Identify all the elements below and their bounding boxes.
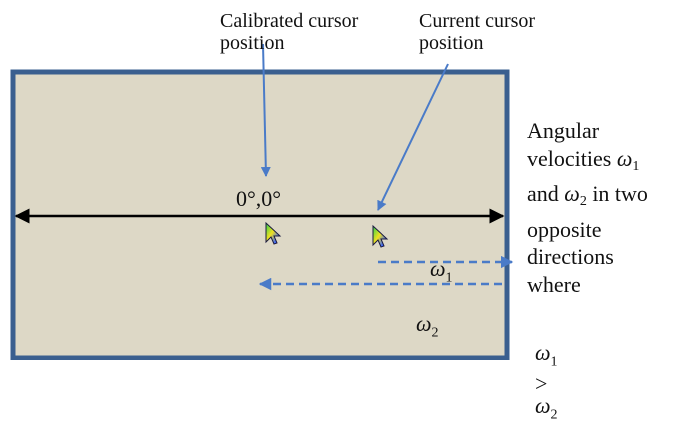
inequality-label: ω1 > ω2 — [535, 320, 558, 427]
note-omega1-sub: 1 — [632, 158, 640, 174]
ineq-omega2-sub: 2 — [550, 407, 558, 423]
diagram-canvas — [10, 43, 514, 360]
note-line-2: velocities ω1 — [527, 145, 648, 181]
note-omega1-symbol: ω — [616, 145, 633, 171]
ineq-omega1-symbol: ω — [535, 340, 551, 365]
note-line-4: opposite — [527, 216, 602, 242]
origin-label: 0°,0° — [236, 186, 282, 211]
note-and-text: and — [527, 181, 559, 206]
omega2-label: ω2 — [416, 291, 439, 344]
note-omega2-sub: 2 — [579, 194, 587, 209]
current-callout-arrow — [377, 63, 449, 211]
note-line-3: and ω2 in two — [527, 180, 648, 216]
ineq-omega2-symbol: ω — [535, 393, 551, 419]
note-velocities-text: velocities — [527, 145, 612, 171]
angular-velocity-note: Angular velocities ω1 and ω2 in two oppo… — [527, 117, 648, 298]
ineq-omega1-sub: 1 — [550, 354, 558, 370]
calibrated-cursor-label: Calibrated cursor position — [220, 10, 359, 54]
calibrated-callout-arrow — [260, 43, 271, 177]
omega2-subscript: 2 — [431, 325, 439, 341]
omega1-symbol: ω — [430, 256, 446, 281]
omega2-symbol: ω — [416, 311, 432, 336]
note-line-5: directions — [527, 244, 614, 269]
note-omega2-symbol: ω — [564, 181, 580, 206]
note-line-1: Angular — [527, 118, 600, 143]
note-line-6: where — [527, 271, 581, 297]
current-cursor-icon — [372, 224, 389, 248]
note-in-two-text: in two — [592, 181, 648, 206]
omega1-label: ω1 — [430, 236, 453, 289]
omega1-subscript: 1 — [445, 270, 453, 286]
current-cursor-label: Current cursor position — [419, 10, 536, 54]
calibrated-cursor-icon — [265, 221, 282, 245]
